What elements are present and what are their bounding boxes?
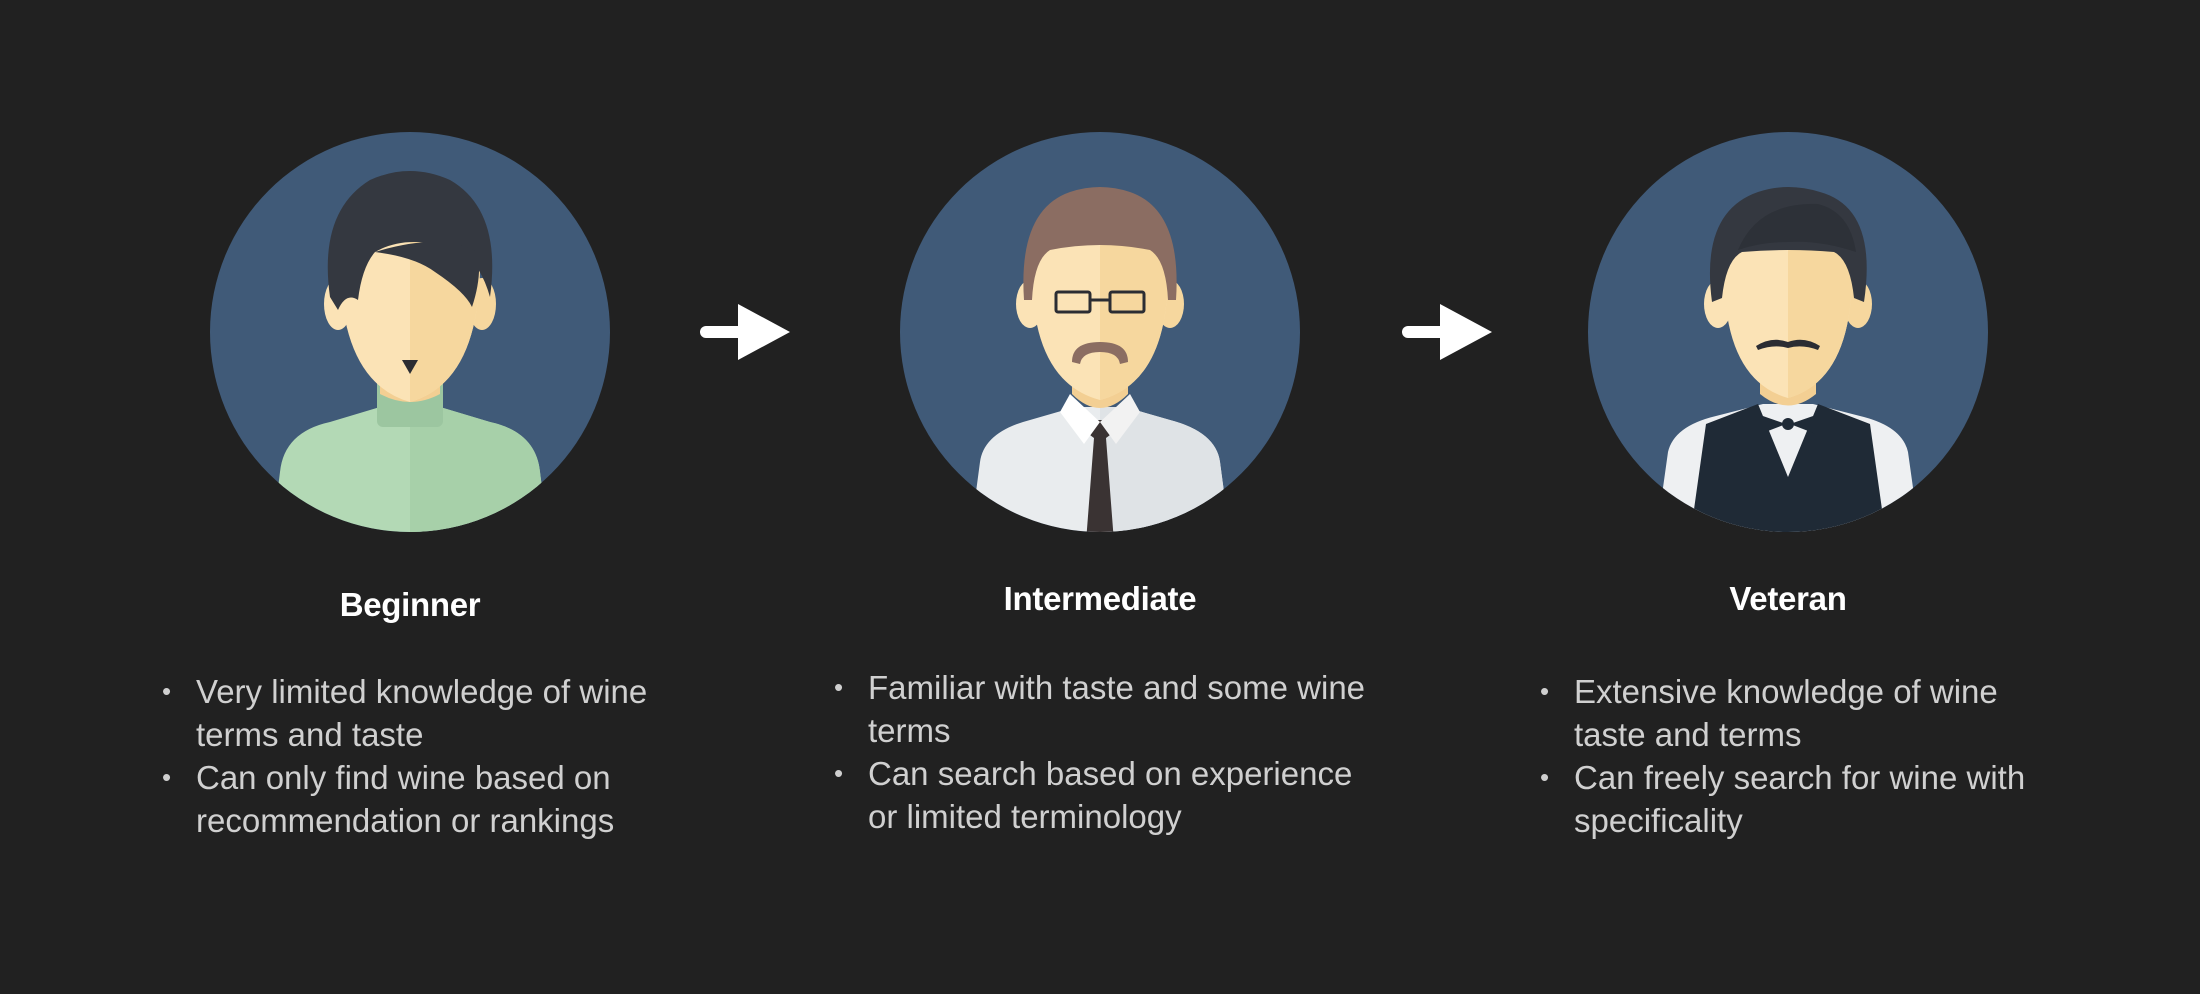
intermediate-avatar-icon: [900, 132, 1300, 532]
persona-title: Intermediate: [1003, 580, 1197, 617]
persona-title: Beginner: [339, 586, 481, 623]
arrow-right-icon: [1402, 302, 1494, 362]
veteran-avatar-icon: [1588, 132, 1988, 532]
list-item: Very limited knowledge of wine terms and…: [160, 670, 680, 756]
list-item: Extensive knowledge of wine taste and te…: [1538, 670, 2078, 756]
persona-bullet-list: Familiar with taste and some wine terms …: [832, 666, 1372, 838]
persona-bullet-list: Very limited knowledge of wine terms and…: [160, 670, 680, 842]
arrow-right-icon: [700, 302, 792, 362]
persona-beginner: Beginner Very limited knowledge of wine …: [100, 0, 720, 994]
persona-intermediate: Intermediate Familiar with taste and som…: [790, 0, 1410, 994]
list-item: Familiar with taste and some wine terms: [832, 666, 1372, 752]
list-item: Can search based on experience or limite…: [832, 752, 1372, 838]
list-item: Can only find wine based on recommendati…: [160, 756, 680, 842]
persona-bullet-list: Extensive knowledge of wine taste and te…: [1538, 670, 2078, 842]
beginner-avatar-icon: [210, 132, 610, 532]
persona-title: Veteran: [1729, 580, 1847, 617]
list-item: Can freely search for wine with specific…: [1538, 756, 2078, 842]
persona-veteran: Veteran Extensive knowledge of wine tast…: [1478, 0, 2098, 994]
